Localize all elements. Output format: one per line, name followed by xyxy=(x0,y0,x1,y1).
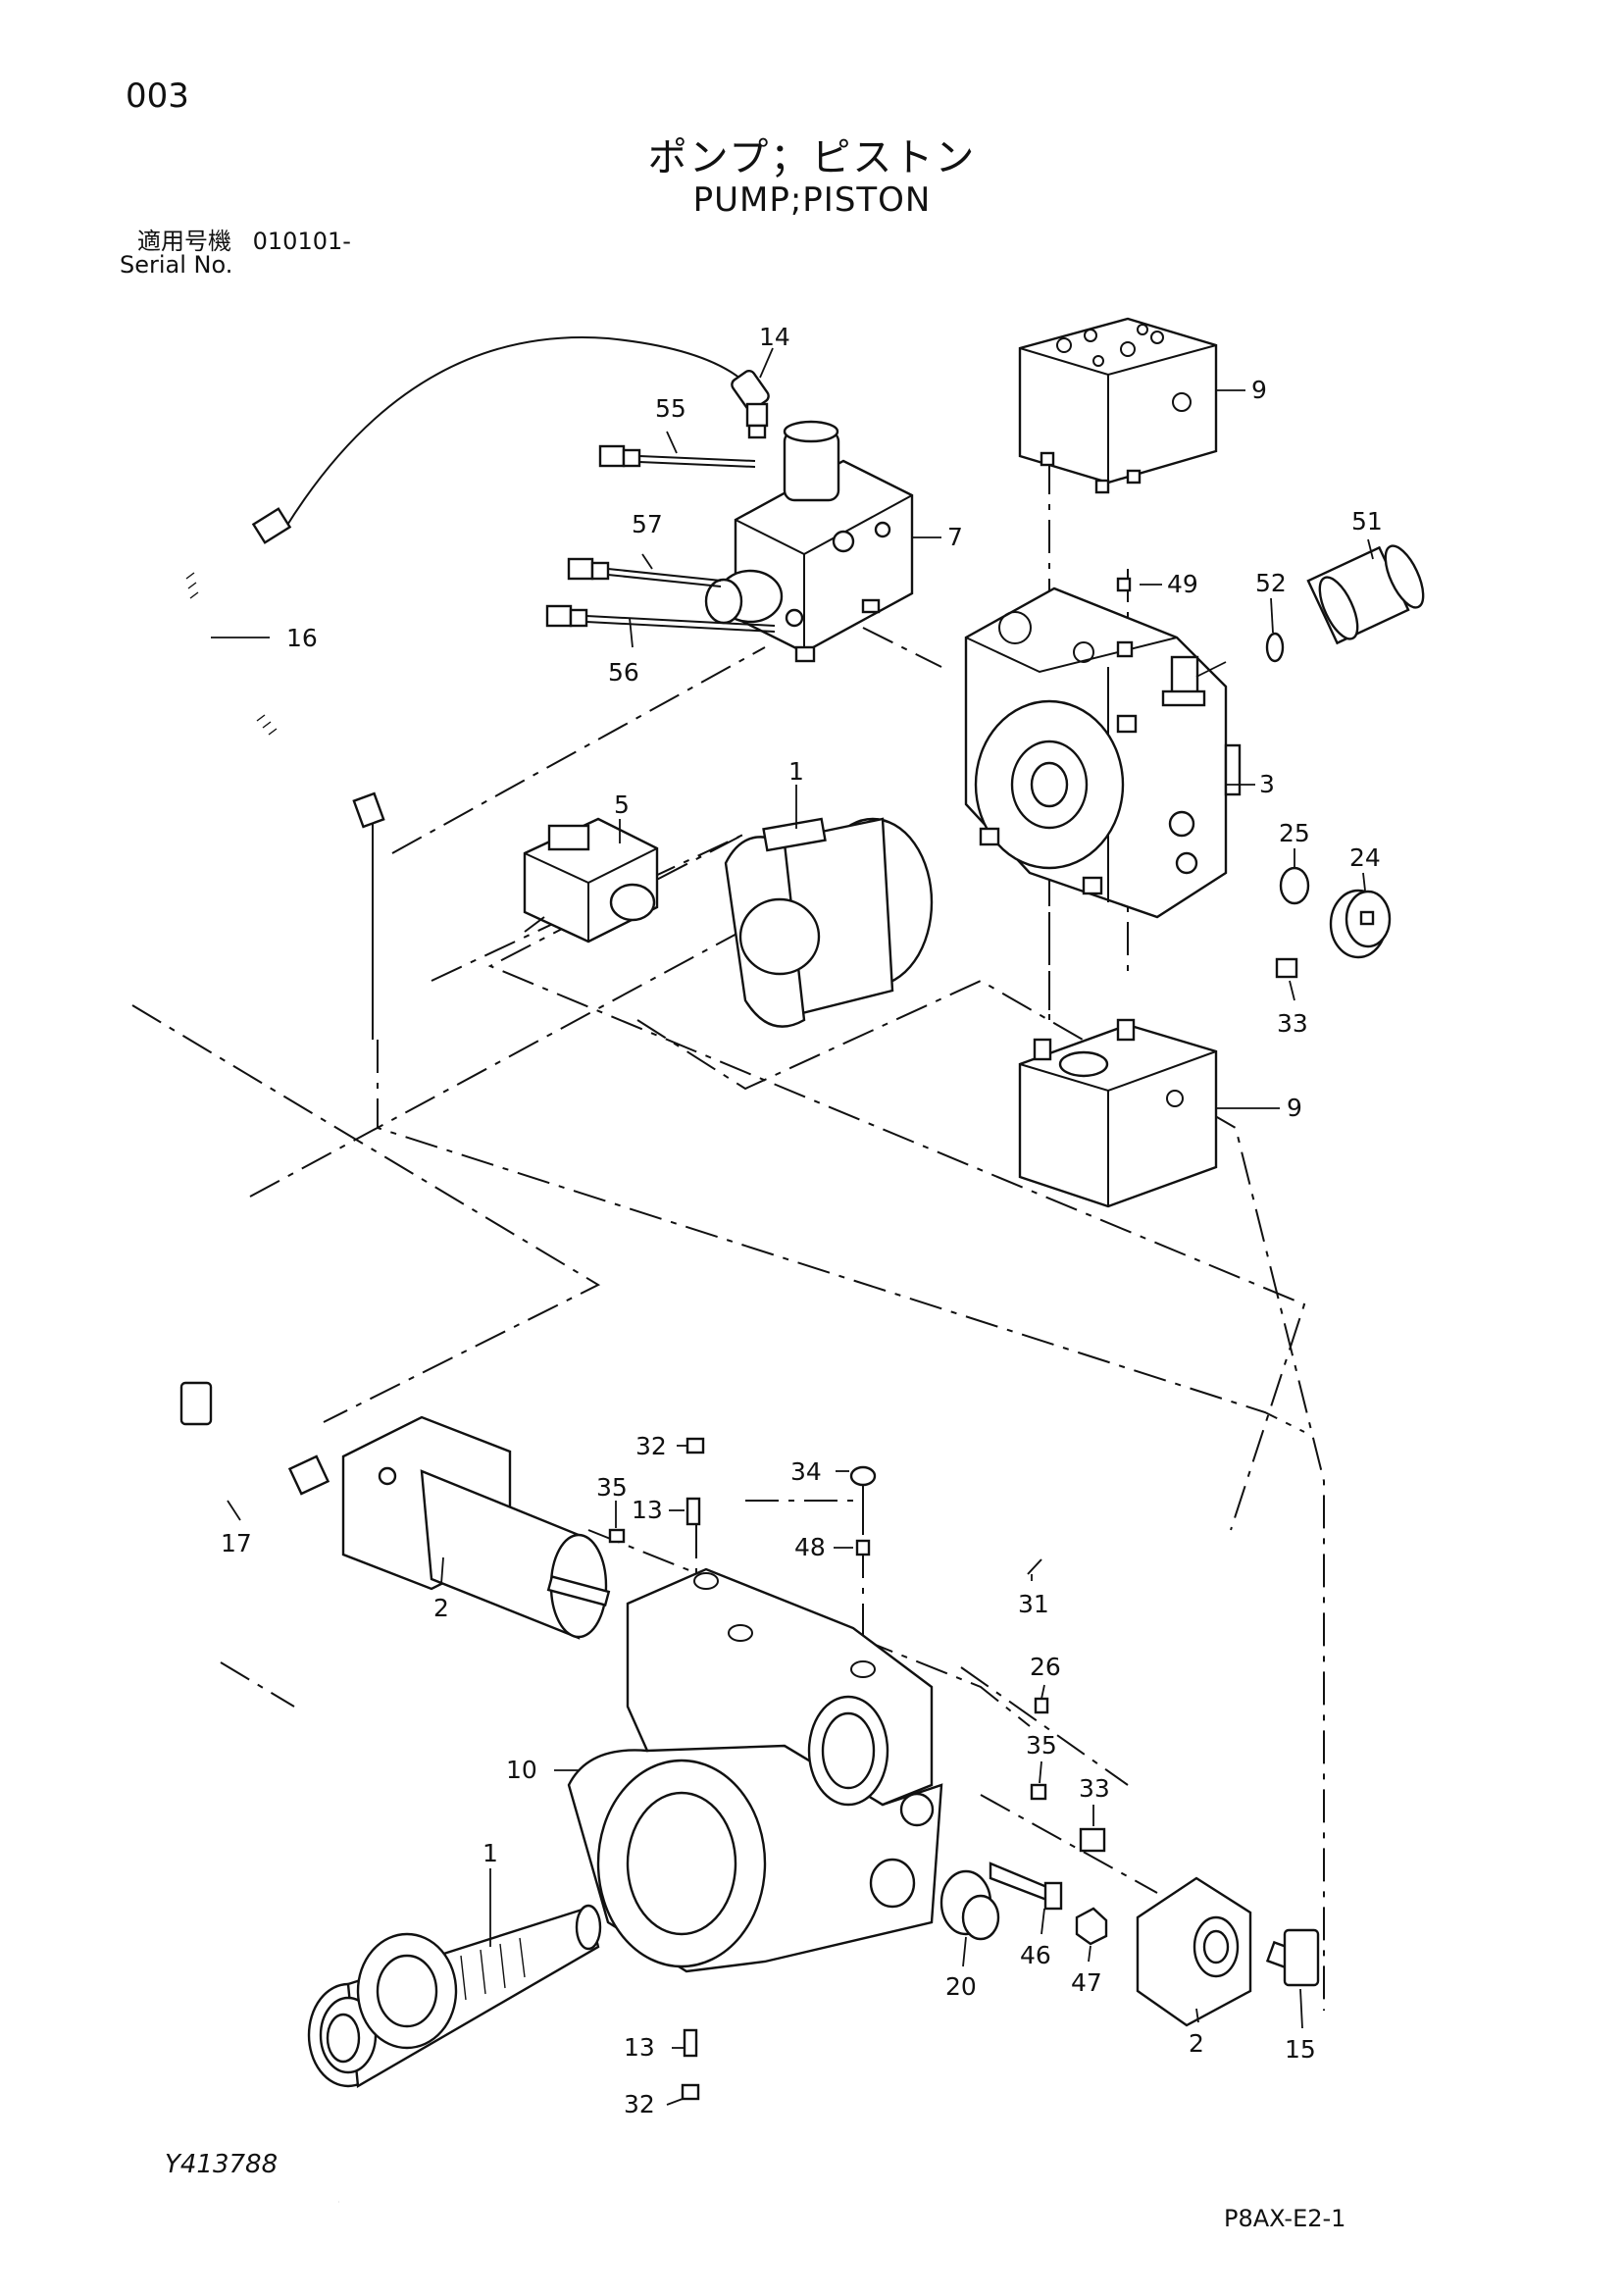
plug-20 xyxy=(939,1869,1000,1941)
bolt-32-top xyxy=(685,1437,705,1454)
callout-2-left: 2 xyxy=(433,1594,449,1622)
pump-housing-10 xyxy=(567,1567,943,1973)
callout-15: 15 xyxy=(1285,2035,1316,2064)
pin-31 xyxy=(1027,1558,1042,1575)
page-number: 003 xyxy=(126,77,189,116)
callout-55: 55 xyxy=(655,394,686,423)
plug-26 xyxy=(1034,1697,1049,1714)
callout-33-bottom: 33 xyxy=(1079,1774,1110,1803)
servo-cylinder-2-left xyxy=(341,1415,611,1640)
valve-5 xyxy=(523,817,659,944)
callout-31: 31 xyxy=(1018,1590,1049,1618)
callout-9-bottom: 9 xyxy=(1287,1094,1302,1122)
callout-13-bottom: 13 xyxy=(624,2033,655,2062)
callout-2-right: 2 xyxy=(1189,2029,1204,2058)
cover-2-right xyxy=(1136,1876,1252,2027)
pin-13-bottom xyxy=(683,2028,698,2058)
callout-33-top: 33 xyxy=(1277,1009,1308,1038)
callout-52: 52 xyxy=(1255,569,1287,597)
callout-32-bottom: 32 xyxy=(624,2090,655,2118)
valve-block-7 xyxy=(704,420,914,663)
callout-57: 57 xyxy=(632,510,663,538)
control-block-9-top xyxy=(1018,317,1218,494)
callout-13-top: 13 xyxy=(632,1496,663,1524)
callout-35-left: 35 xyxy=(596,1473,628,1502)
callout-48: 48 xyxy=(794,1533,826,1561)
plug-33-top xyxy=(1275,957,1298,979)
callout-labels: 14 55 9 7 57 51 49 52 16 56 1 3 5 25 24 … xyxy=(221,323,1383,2118)
plug-35-left xyxy=(608,1528,626,1544)
plug-48 xyxy=(855,1539,871,1556)
callout-1-top: 1 xyxy=(788,757,804,786)
serial-label-english: Serial No. xyxy=(120,251,233,279)
fitting-14 xyxy=(731,369,770,439)
plug-34 xyxy=(849,1465,877,1487)
callout-1-bottom: 1 xyxy=(482,1839,498,1867)
fitting-15 xyxy=(1265,1928,1320,1987)
serial-range: 適用号機 010101- xyxy=(137,222,351,256)
callout-3: 3 xyxy=(1259,770,1275,798)
sleeve-51 xyxy=(1306,544,1425,645)
bolt-32-bottom xyxy=(681,2083,700,2101)
page-title-japanese: ポンプ；ピストン xyxy=(647,135,977,180)
callout-7: 7 xyxy=(947,523,963,551)
serial-label-japanese: 適用号機 xyxy=(137,228,231,255)
callout-56: 56 xyxy=(608,658,639,687)
pipe-16 xyxy=(173,336,746,1040)
sheet-code: P8AX-E2-1 xyxy=(1224,2205,1346,2232)
plug-35-right xyxy=(1030,1783,1047,1801)
callout-5: 5 xyxy=(614,791,630,819)
stud-46 xyxy=(989,1862,1063,1911)
plug-49 xyxy=(1116,577,1132,592)
callout-leader-lines xyxy=(211,347,1374,2106)
callout-47: 47 xyxy=(1071,1968,1102,1997)
callout-9-top: 9 xyxy=(1251,376,1267,404)
pipe-17 xyxy=(179,1381,330,1504)
callout-35-right: 35 xyxy=(1026,1731,1057,1760)
callout-26: 26 xyxy=(1030,1653,1061,1681)
serial-value: 010101- xyxy=(252,228,351,255)
callout-10: 10 xyxy=(506,1756,537,1784)
callout-25: 25 xyxy=(1279,819,1310,847)
plug-24 xyxy=(1329,889,1392,959)
callout-20: 20 xyxy=(945,1972,977,2001)
page-title-english: PUMP;PISTON xyxy=(692,180,932,220)
regulator-body-3 xyxy=(964,587,1242,919)
swash-plate-1 xyxy=(724,817,934,1028)
plug-33-bottom xyxy=(1079,1827,1106,1853)
callout-46: 46 xyxy=(1020,1941,1051,1969)
harness-connectors xyxy=(545,444,776,633)
callout-49: 49 xyxy=(1167,570,1198,598)
snap-ring-52 xyxy=(1265,632,1285,663)
control-block-9-bottom xyxy=(1018,1018,1218,1208)
callout-34: 34 xyxy=(790,1457,822,1486)
o-ring-25 xyxy=(1279,866,1310,905)
pin-13-top xyxy=(685,1497,701,1526)
callout-17: 17 xyxy=(221,1529,252,1557)
callout-32-top: 32 xyxy=(635,1432,667,1460)
nut-47 xyxy=(1075,1907,1108,1946)
callout-24: 24 xyxy=(1349,843,1381,872)
drive-shaft-1 xyxy=(307,1904,602,2088)
document-code: Y413788 xyxy=(165,2150,279,2179)
callout-14: 14 xyxy=(759,323,790,351)
callout-16: 16 xyxy=(286,624,318,652)
callout-51: 51 xyxy=(1351,507,1383,536)
